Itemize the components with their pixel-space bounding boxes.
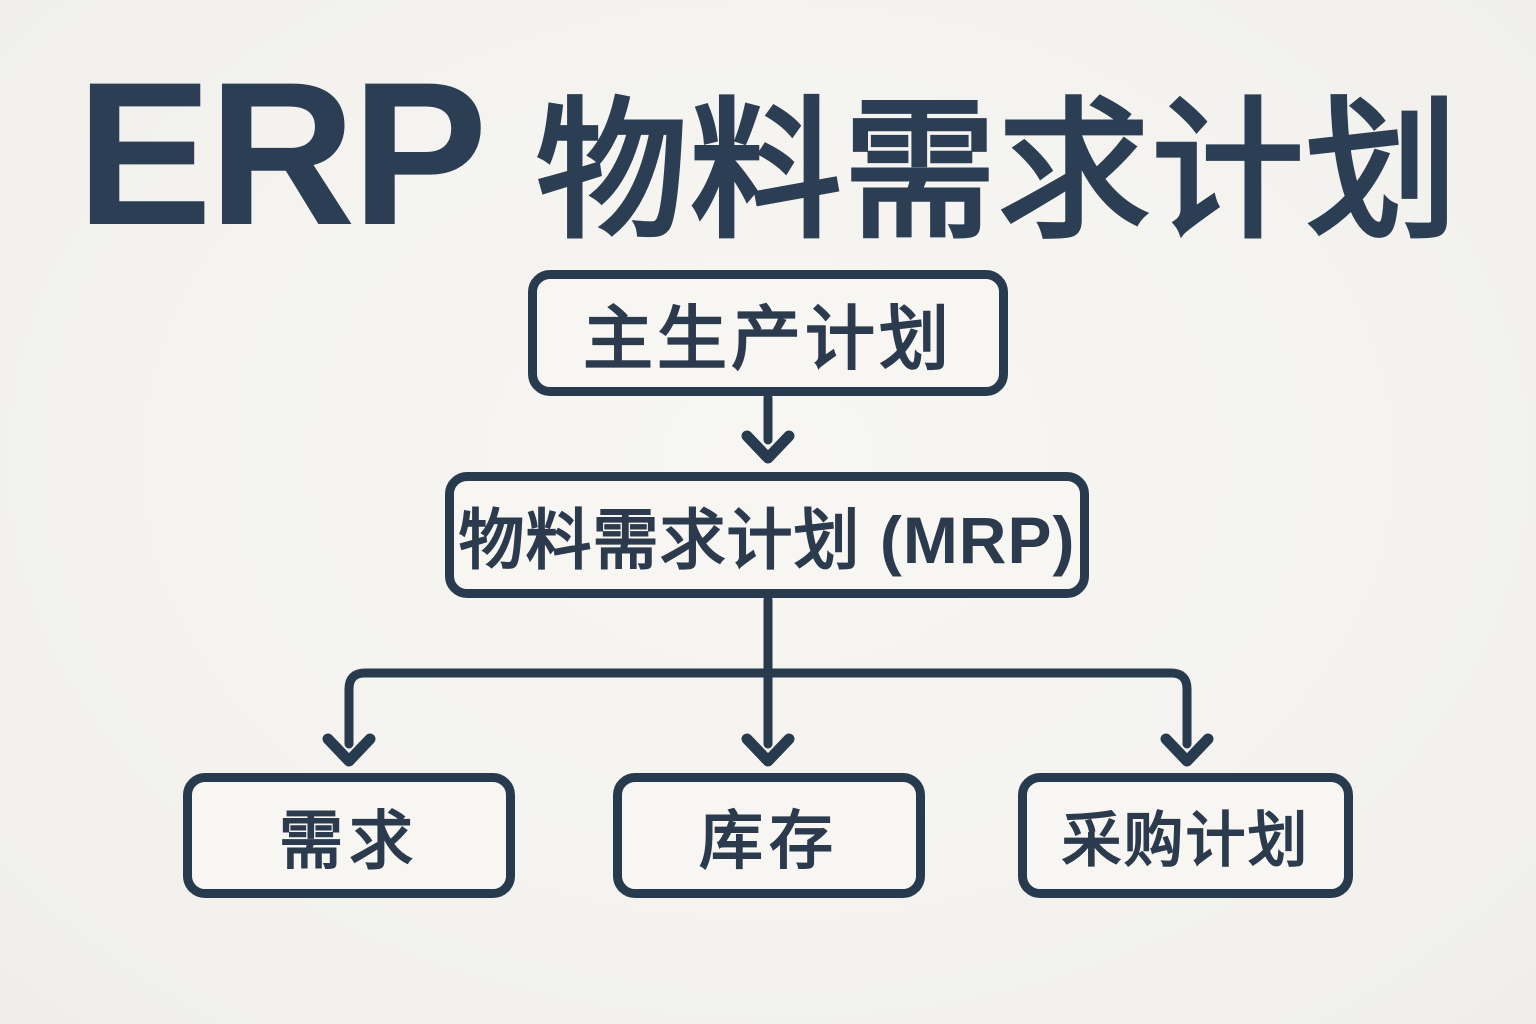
page-title: ERP 物料需求计划 — [0, 52, 1536, 256]
title-zh: 物料需求计划 — [535, 87, 1460, 257]
edge-mps-to-mrp — [741, 393, 795, 464]
arrowhead-down-icon — [741, 733, 795, 767]
node-purchase-label: 采购计划 — [1061, 807, 1310, 874]
node-inventory-label: 库存 — [699, 804, 839, 877]
node-mrp: 物料需求计划 (MRP) — [445, 472, 1089, 598]
node-mps: 主生产计划 — [528, 270, 1008, 396]
title-erp: ERP — [76, 40, 487, 268]
edge-mrp-to-demand — [322, 668, 773, 767]
node-mps-label: 主生产计划 — [583, 299, 953, 378]
node-demand: 需求 — [183, 773, 515, 898]
arrowhead-down-icon — [322, 733, 376, 767]
node-purchase: 采购计划 — [1018, 773, 1353, 898]
edge-mrp-to-purchase — [763, 668, 1214, 767]
node-mrp-label: 物料需求计划 (MRP) — [458, 503, 1076, 577]
arrowhead-down-icon — [741, 430, 795, 464]
node-inventory: 库存 — [613, 773, 925, 898]
arrowhead-down-icon — [1160, 733, 1214, 767]
edge-mrp-to-inventory — [741, 595, 795, 767]
node-demand-label: 需求 — [279, 804, 419, 877]
